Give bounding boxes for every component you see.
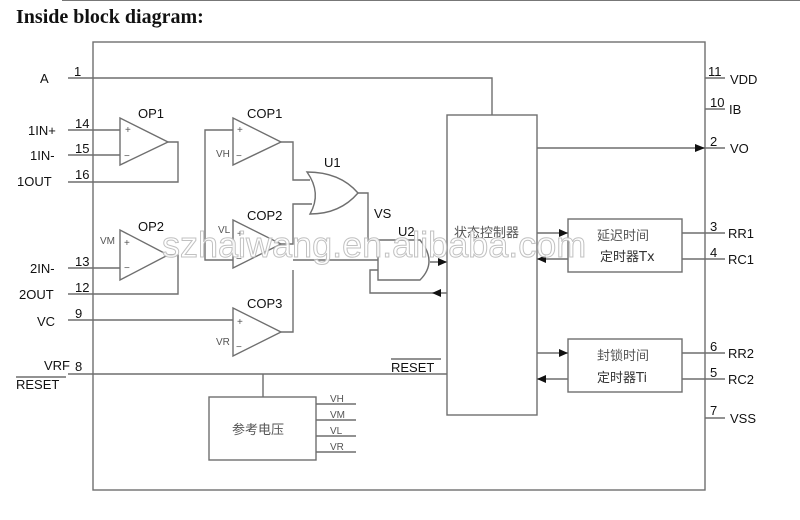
state-controller-block xyxy=(446,114,538,416)
cop1-ref-vh: VH xyxy=(216,149,230,160)
ref-out-vh: VH xyxy=(330,394,344,405)
pin-num-1: 1 xyxy=(74,64,81,79)
delay-timer-block xyxy=(567,218,683,273)
state-controller-label: 状态控制器 xyxy=(454,226,519,241)
wire-op1-out xyxy=(68,141,179,183)
wire-cop3-out xyxy=(281,270,294,333)
op1-minus: − xyxy=(124,151,130,162)
top-rule xyxy=(62,0,800,1)
pin-num-10: 10 xyxy=(710,95,724,110)
pin-num-14: 14 xyxy=(75,116,89,131)
cop1-minus: − xyxy=(236,151,242,162)
pin-num-9: 9 xyxy=(75,306,82,321)
arrow-ctrl-to-tx xyxy=(559,229,568,237)
op2-amplifier xyxy=(119,228,170,282)
wire-cop1-out xyxy=(281,141,310,181)
wire-u1-out xyxy=(358,192,378,241)
u1-label: U1 xyxy=(324,155,341,170)
pin-label-2in-minus: 2IN- xyxy=(30,261,55,276)
u2-label: U2 xyxy=(398,224,415,239)
watermark: szhaiwang.en.alibaba.com xyxy=(162,224,586,265)
wire-cop-input-bus xyxy=(204,129,233,261)
cop2-plus: + xyxy=(237,229,243,240)
pin-num-13: 13 xyxy=(75,254,89,269)
reset-inner-label: RESET xyxy=(391,360,434,375)
delay-timer-line1: 延迟时间 xyxy=(597,229,649,244)
op2-minus: − xyxy=(124,263,130,274)
arrow-u2-to-controller xyxy=(438,258,447,266)
cop3-comparator xyxy=(232,306,283,358)
cop3-label: COP3 xyxy=(247,296,282,311)
pin-label-1out: 1OUT xyxy=(17,174,52,189)
ref-out-vr: VR xyxy=(330,442,344,453)
pin-label-vo: VO xyxy=(730,141,749,156)
op1-plus: + xyxy=(125,125,131,136)
wire-cop2-out xyxy=(281,203,312,245)
pin-num-11: 11 xyxy=(708,64,722,79)
pin-label-rc2: RC2 xyxy=(728,372,754,387)
op1-amplifier xyxy=(119,116,170,167)
arrow-feedback-left xyxy=(432,289,441,297)
cop1-plus: + xyxy=(237,125,243,136)
wire-op2-out xyxy=(68,254,179,295)
arrow-vo xyxy=(695,144,705,152)
arrow-ti-to-ctrl xyxy=(537,375,546,383)
lock-timer-line2: 定时器Ti xyxy=(597,371,647,386)
pin-label-1in-minus: 1IN- xyxy=(30,148,55,163)
pin-label-a: A xyxy=(40,71,49,86)
pin-num-5: 5 xyxy=(710,365,717,380)
cop2-minus: − xyxy=(236,254,242,265)
pin-label-rr1: RR1 xyxy=(728,226,754,241)
pin-label-rr2: RR2 xyxy=(728,346,754,361)
cop2-comparator xyxy=(232,218,283,270)
vs-label: VS xyxy=(374,206,392,221)
pin-label-vdd: VDD xyxy=(730,72,757,87)
pin-num-16: 16 xyxy=(75,167,89,182)
ref-out-vl: VL xyxy=(330,426,343,437)
page-heading: Inside block diagram: xyxy=(16,6,204,28)
reference-voltage-block xyxy=(208,396,317,461)
lock-timer-block xyxy=(567,338,683,393)
ref-out-vm: VM xyxy=(330,410,345,421)
pin-num-6: 6 xyxy=(710,339,717,354)
wire-pin1-a xyxy=(68,77,493,115)
arrow-ctrl-to-ti xyxy=(559,349,568,357)
pin-num-15: 15 xyxy=(75,141,89,156)
cop2-ref-vl: VL xyxy=(218,225,231,236)
wire-u2-feedback xyxy=(369,269,447,294)
chip-outline xyxy=(92,41,706,491)
pin-label-vc: VC xyxy=(37,314,55,329)
pin-label-ib: IB xyxy=(729,102,741,117)
cop3-ref-vr: VR xyxy=(216,337,230,348)
pin-label-vss: VSS xyxy=(730,411,756,426)
pin-label-rc1: RC1 xyxy=(728,252,754,267)
pin-label-1in-plus: 1IN+ xyxy=(28,123,56,138)
cop3-minus: − xyxy=(236,342,242,353)
pin-num-2: 2 xyxy=(710,134,717,149)
cop1-comparator xyxy=(232,116,283,167)
op2-ref-vm: VM xyxy=(100,236,115,247)
pin-num-7: 7 xyxy=(710,403,717,418)
pin-num-8: 8 xyxy=(75,359,82,374)
cop3-plus: + xyxy=(237,317,243,328)
op1-label: OP1 xyxy=(138,106,164,121)
cop2-label: COP2 xyxy=(247,208,282,223)
pin-label-vrf: VRF xyxy=(44,358,70,373)
lock-timer-line1: 封锁时间 xyxy=(597,348,649,364)
pin-num-4: 4 xyxy=(710,245,717,260)
op2-plus: + xyxy=(124,238,130,249)
arrow-tx-to-ctrl xyxy=(537,255,546,263)
u2-and-gate xyxy=(377,239,430,281)
pin-label-2out: 2OUT xyxy=(19,287,54,302)
reference-voltage-label: 参考电压 xyxy=(232,422,284,438)
pin-num-3: 3 xyxy=(710,219,717,234)
delay-timer-line2: 定时器Tx xyxy=(600,250,655,265)
pin-label-reset: RESET xyxy=(16,377,59,392)
u1-or-gate xyxy=(305,171,359,215)
pin-num-12: 12 xyxy=(75,280,89,295)
cop1-label: COP1 xyxy=(247,106,282,121)
op2-label: OP2 xyxy=(138,219,164,234)
